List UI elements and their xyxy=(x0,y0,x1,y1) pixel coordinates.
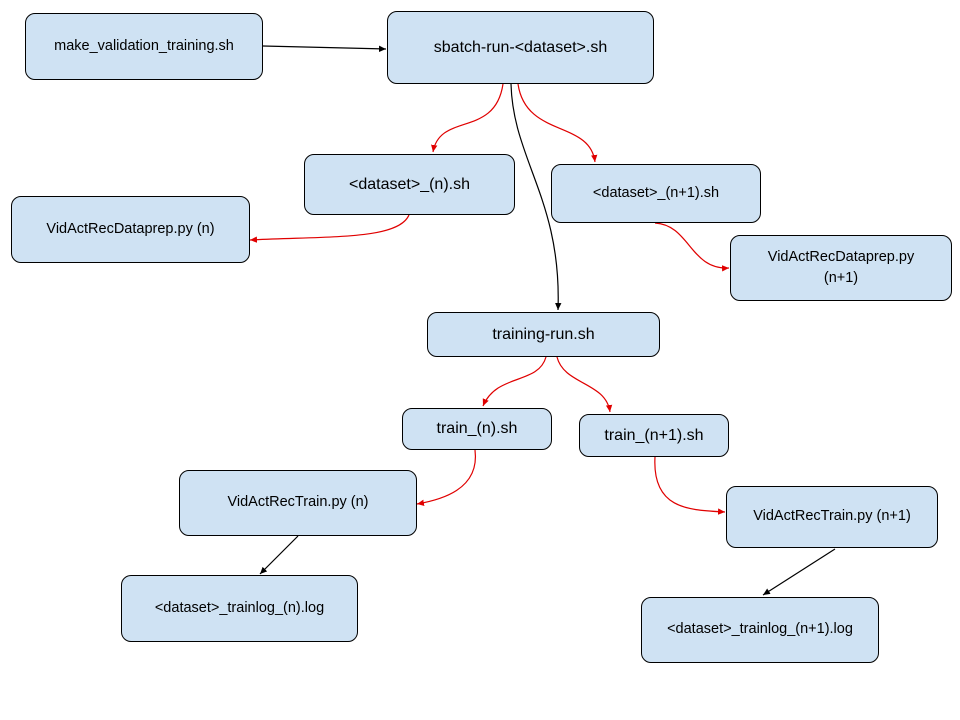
node-trainlog-n: <dataset>_trainlog_(n).log xyxy=(121,575,358,642)
edge-dataset-n1-to-dataprep-n1 xyxy=(654,222,730,272)
node-dataprep-n: VidActRecDataprep.py (n) xyxy=(11,196,250,263)
node-train-n: train_(n).sh xyxy=(402,408,552,450)
node-label: <dataset>_trainlog_(n).log xyxy=(154,599,325,616)
node-trainlog-n1: <dataset>_trainlog_(n+1).log xyxy=(641,597,879,663)
edge-train-py-n1-to-trainlog-n1 xyxy=(762,548,836,596)
node-dataset-n: <dataset>_(n).sh xyxy=(304,154,515,215)
node-sbatch-run: sbatch-run-<dataset>.sh xyxy=(387,11,654,84)
node-label: VidActRecTrain.py (n+1) xyxy=(753,508,911,525)
node-label: VidActRecDataprep.py (n+1) xyxy=(768,247,914,289)
node-make-validation-training: make_validation_training.sh xyxy=(25,13,263,80)
node-label: training-run.sh xyxy=(492,325,595,343)
node-label-line-2: (n+1) xyxy=(823,270,859,286)
edge-train-n-to-train-py-n xyxy=(416,449,476,506)
node-dataprep-n1: VidActRecDataprep.py (n+1) xyxy=(730,235,952,301)
node-label: train_(n).sh xyxy=(436,420,518,438)
node-dataset-n1: <dataset>_(n+1).sh xyxy=(551,164,761,223)
node-training-run: training-run.sh xyxy=(427,312,660,357)
node-train-n1: train_(n+1).sh xyxy=(579,414,729,457)
edge-dataset-n-to-dataprep-n xyxy=(249,214,410,243)
edge-training-run-to-train-n1 xyxy=(556,356,613,413)
node-train-py-n1: VidActRecTrain.py (n+1) xyxy=(726,486,938,548)
edge-make-validation-to-sbatch-run xyxy=(262,45,387,53)
node-label: <dataset>_(n+1).sh xyxy=(592,184,720,201)
edge-sbatch-run-to-dataset-n xyxy=(431,83,504,153)
node-label: make_validation_training.sh xyxy=(54,37,234,54)
node-label-line-1: VidActRecDataprep.py xyxy=(767,248,915,265)
edge-sbatch-run-to-dataset-n1 xyxy=(517,83,598,163)
node-label: VidActRecDataprep.py (n) xyxy=(46,220,215,237)
node-label: <dataset>_trainlog_(n+1).log xyxy=(667,621,853,638)
node-train-py-n: VidActRecTrain.py (n) xyxy=(179,470,417,536)
node-label: <dataset>_(n).sh xyxy=(349,175,470,193)
node-label: train_(n+1).sh xyxy=(604,426,704,444)
node-label: sbatch-run-<dataset>.sh xyxy=(433,38,608,56)
edge-training-run-to-train-n xyxy=(482,356,547,407)
edge-sbatch-run-to-training-run xyxy=(510,83,562,311)
edge-train-py-n-to-trainlog-n xyxy=(259,535,299,575)
node-label: VidActRecTrain.py (n) xyxy=(227,494,369,511)
edge-train-n1-to-train-py-n1 xyxy=(654,456,726,515)
